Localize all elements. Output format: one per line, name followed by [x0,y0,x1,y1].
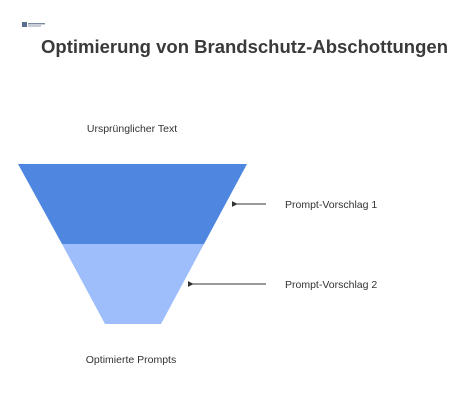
logo-wordmark-line [28,23,45,25]
page-title: Optimierung von Brandschutz-Abschottunge… [41,36,448,57]
stage-1-annotation: Prompt-Vorschlag 1 [285,199,377,211]
stage-2-annotation: Prompt-Vorschlag 2 [285,279,377,291]
funnel-bottom-label: Optimierte Prompts [86,354,176,366]
funnel-top-label: Ursprünglicher Text [87,123,177,135]
logo-mark [22,22,27,27]
logo-wordmark-line [28,25,41,27]
brand-logo [22,22,45,27]
funnel-stage-1 [18,164,247,244]
funnel-stage-2 [62,244,204,324]
